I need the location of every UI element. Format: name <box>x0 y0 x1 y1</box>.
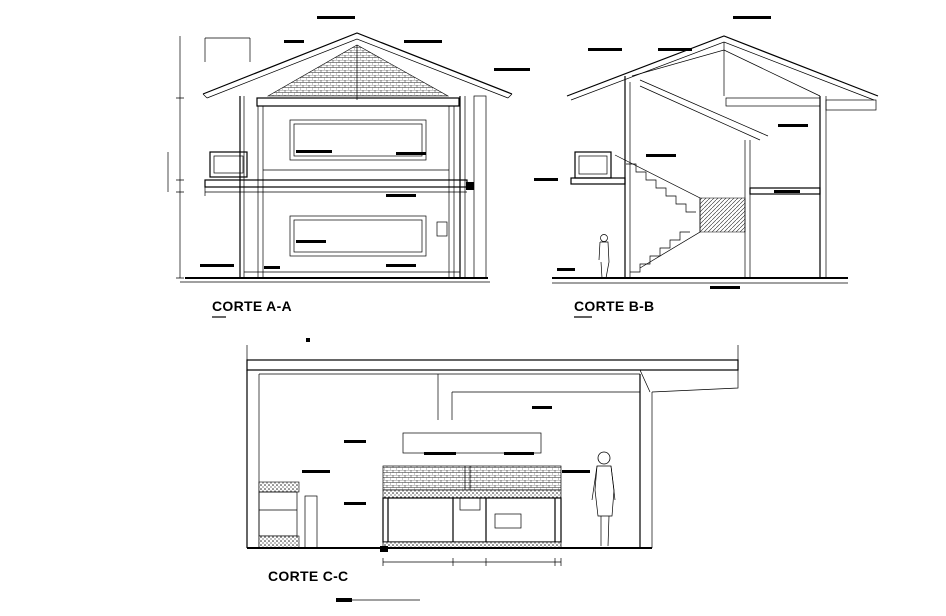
section-c-c-drawing <box>246 338 739 566</box>
section-title-c-c: CORTE C-C <box>268 568 348 584</box>
section-title-a-a: CORTE A-A <box>212 298 292 314</box>
section-title-b-b: CORTE B-B <box>574 298 654 314</box>
section-b-b-drawing <box>534 16 879 289</box>
person-figure <box>598 234 610 279</box>
woman-figure <box>591 451 616 547</box>
section-a-a-drawing <box>167 16 530 283</box>
